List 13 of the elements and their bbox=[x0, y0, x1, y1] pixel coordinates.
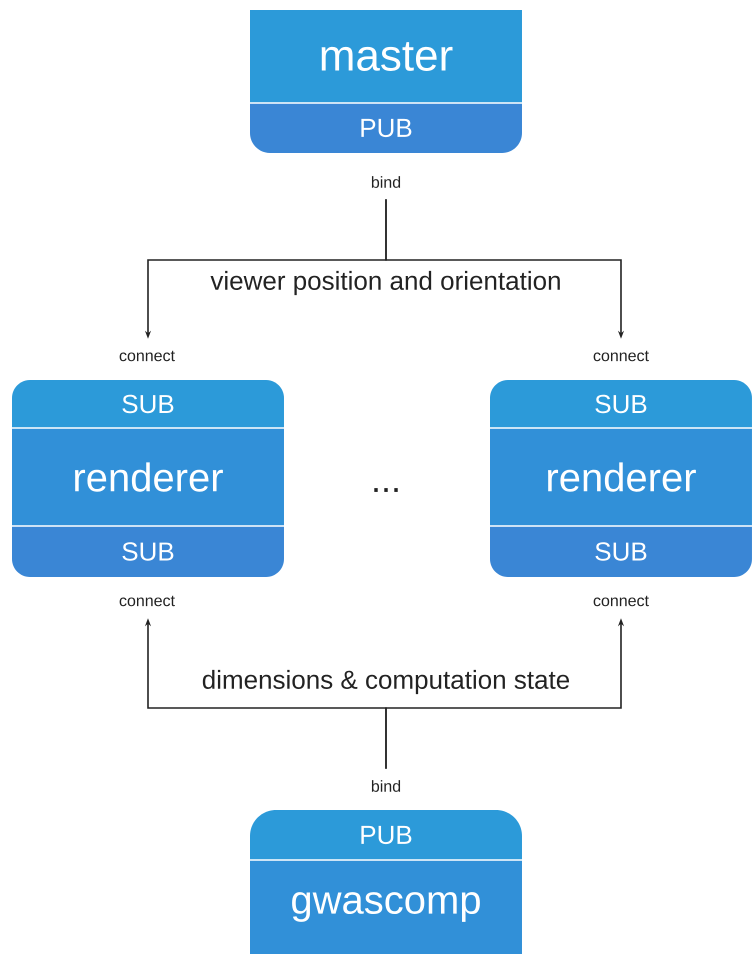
port-label: connect bbox=[594, 350, 649, 362]
port-label: connect bbox=[594, 596, 649, 606]
component-box: PUB gwascomp bbox=[250, 810, 522, 954]
port-label: bind bbox=[372, 780, 400, 792]
port-label: connect bbox=[120, 596, 175, 606]
component-box: SUB renderer SUB bbox=[12, 380, 284, 577]
port-label: bind bbox=[372, 176, 400, 188]
edge-label: dimensions & computation state bbox=[200, 668, 572, 696]
port-label: connect bbox=[120, 350, 175, 362]
edge-label: viewer position and orientation bbox=[208, 268, 564, 298]
component-box: SUB renderer SUB bbox=[490, 380, 752, 577]
ellipsis: ... bbox=[374, 488, 398, 492]
component-box: master PUB bbox=[250, 10, 522, 153]
